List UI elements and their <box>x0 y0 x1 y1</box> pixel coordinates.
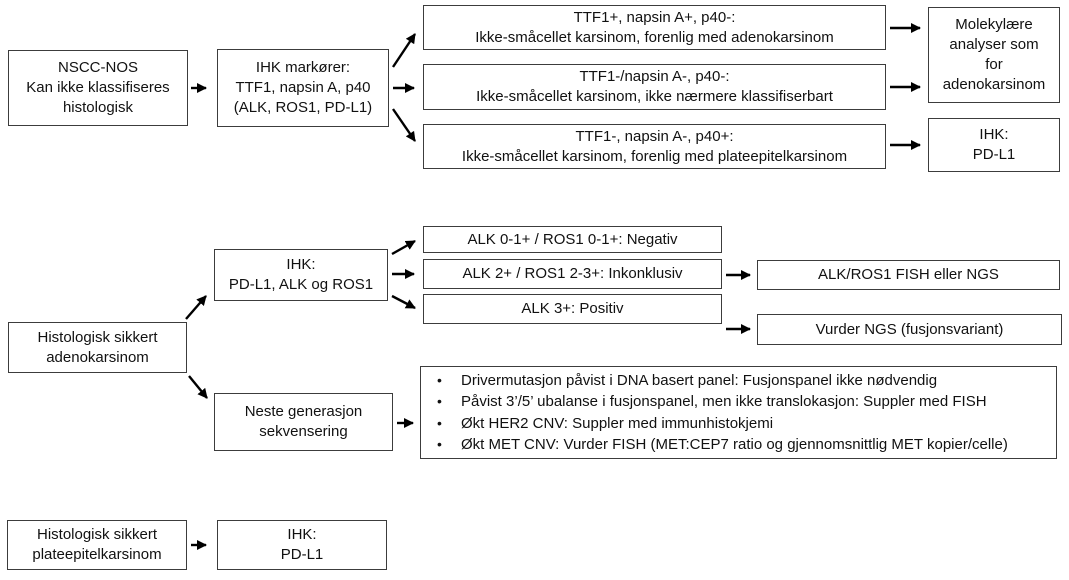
box-alk-ros1-fish: ALK/ROS1 FISH eller NGS <box>757 260 1060 290</box>
box-alk-inkonklusiv: ALK 2+ / ROS1 2-3+: Inkonklusiv <box>423 259 722 289</box>
box-vurder-ngs: Vurder NGS (fusjonsvariant) <box>757 314 1062 345</box>
box-text-line: ALK 2+ / ROS1 2-3+: Inkonklusiv <box>462 265 683 282</box>
box-text-line: Ikke-småcellet karsinom, ikke nærmere kl… <box>476 88 833 105</box>
box-text-line: IHK markører: <box>255 59 351 76</box>
box-text-line: TTF1-, napsin A-, p40+: <box>575 127 734 145</box>
bullet-item: Drivermutasjon påvist i DNA basert panel… <box>433 370 1046 392</box>
box-ihk-pdl1-bunn: IHK: PD-L1 <box>217 520 387 570</box>
box-ttf-nos: TTF1-/napsin A-, p40-: Ikke-småcellet ka… <box>423 64 886 110</box>
box-text-line: Molekylære <box>955 16 1033 33</box>
box-text-line: PD-L1 <box>972 146 1016 163</box>
box-text-line: for <box>985 56 1003 73</box>
box-text-line: Neste generasjon <box>244 403 363 420</box>
box-text-line: TTF1, napsin A, p40 <box>235 79 371 96</box>
arrow-ihk-markorer-to-ttf-plate <box>392 108 416 142</box>
box-text-line: ALK/ROS1 FISH eller NGS <box>818 266 999 283</box>
arrow-ihk2-to-alk-negativ <box>391 239 416 256</box>
box-text-line: IHK: <box>979 126 1009 143</box>
arrow-adeno-to-ihk-pdl1-alk-ros1 <box>185 295 207 320</box>
box-adenokarsinom: Histologisk sikkert adenokarsinom <box>8 322 187 373</box>
box-text-line: (ALK, ROS1, PD-L1) <box>233 99 373 116</box>
box-molekylare-analyser: Molekylære analyser som for adenokarsino… <box>928 7 1060 103</box>
bullet-item: Påvist 3’/5’ ubalanse i fusjonspanel, me… <box>433 391 1046 413</box>
box-text-line: Vurder NGS (fusjonsvariant) <box>815 320 1004 338</box>
box-text-line: Ikke-småcellet karsinom, forenlig med ad… <box>475 28 834 46</box>
box-text-line: ALK 0-1+ / ROS1 0-1+: Negativ <box>467 230 678 248</box>
box-text-line: Histologisk sikkert <box>36 526 158 543</box>
box-text-line: IHK: <box>286 256 316 273</box>
box-ihk-markorer: IHK markører: TTF1, napsin A, p40 (ALK, … <box>217 49 389 127</box>
box-text-line: NSCC-NOS <box>57 59 138 76</box>
box-ihk-pdl1-topp: IHK: PD-L1 <box>928 118 1060 172</box>
box-ngs-merknader: Drivermutasjon påvist i DNA basert panel… <box>420 366 1057 459</box>
arrow-adeno-to-neste-generasjon <box>188 375 208 399</box>
box-text-line: adenokarsinom <box>942 76 1046 93</box>
box-text-line: plateepitelkarsinom <box>32 546 162 563</box>
box-neste-generasjon: Neste generasjon sekvensering <box>214 393 393 451</box>
box-text-line: IHK: <box>287 526 317 543</box>
box-ttf-adenokarsinom: TTF1+, napsin A+, p40-: Ikke-småcellet k… <box>423 5 886 50</box>
arrow-ihk-markorer-to-ttf-adeno <box>392 33 416 68</box>
box-text-line: Histologisk sikkert <box>37 328 158 346</box>
box-text-line: Kan ikke klassifiseres <box>26 79 170 96</box>
box-text-line: TTF1+, napsin A+, p40-: <box>573 8 736 26</box>
box-text-line: PD-L1, ALK og ROS1 <box>228 276 374 293</box>
box-text-line: sekvensering <box>259 423 348 440</box>
box-text-line: ALK 3+: Positiv <box>521 300 624 317</box>
box-ttf-plateepitel: TTF1-, napsin A-, p40+: Ikke-småcellet k… <box>423 124 886 169</box>
box-text-line: adenokarsinom <box>46 348 149 366</box>
box-text-line: histologisk <box>62 99 134 116</box>
bullet-item: Økt HER2 CNV: Suppler med immunhistokjem… <box>433 413 1046 435</box>
arrow-ihk2-to-alk-positiv <box>391 294 416 310</box>
box-text-line: Ikke-småcellet karsinom, forenlig med pl… <box>461 147 848 165</box>
box-ihk-pdl1-alk-ros1: IHK: PD-L1, ALK og ROS1 <box>214 249 388 301</box>
box-alk-positiv: ALK 3+: Positiv <box>423 294 722 324</box>
box-nscc-nos: NSCC-NOS Kan ikke klassifiseres histolog… <box>8 50 188 126</box>
box-text-line: TTF1-/napsin A-, p40-: <box>579 68 730 85</box>
bullet-item: Økt MET CNV: Vurder FISH (MET:CEP7 ratio… <box>433 434 1046 456</box>
box-text-line: analyser som <box>949 36 1039 53</box>
box-plateepitelkarsinom: Histologisk sikkert plateepitelkarsinom <box>7 520 187 570</box>
box-text-line: PD-L1 <box>280 546 324 563</box>
box-alk-negativ: ALK 0-1+ / ROS1 0-1+: Negativ <box>423 226 722 253</box>
